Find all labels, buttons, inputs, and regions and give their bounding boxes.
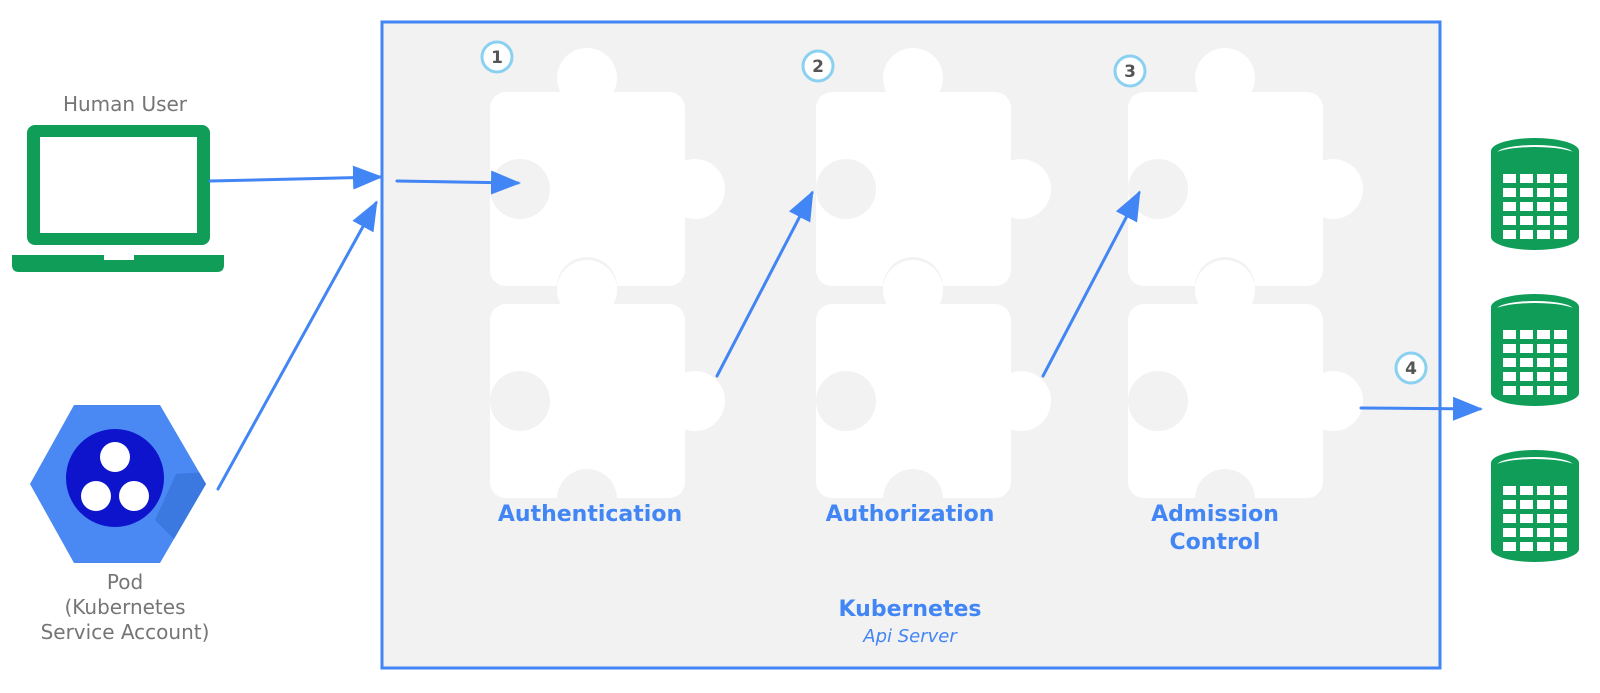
step-1-badge: 1 xyxy=(480,40,514,74)
api-server-subtitle: Api Server xyxy=(863,626,957,647)
authorization-label: Authorization xyxy=(825,502,995,527)
arrow-to-authorization xyxy=(715,190,814,378)
svg-text:4: 4 xyxy=(1405,359,1417,379)
step-2-badge: 2 xyxy=(801,49,835,83)
arrow-to-authentication xyxy=(395,170,521,195)
pod-hexagon-icon xyxy=(30,405,206,563)
puzzle-pieces xyxy=(490,48,1363,529)
puzzle-piece-icon xyxy=(490,260,725,529)
svg-text:1: 1 xyxy=(491,48,503,68)
arrow-to-admission-control xyxy=(1041,190,1141,378)
database-icons xyxy=(1491,138,1579,562)
database-icon xyxy=(1491,138,1579,250)
arrow-to-storage xyxy=(1359,396,1483,421)
pod-label: Pod (Kubernetes Service Account) xyxy=(40,570,210,644)
admission-control-label: Admission Control xyxy=(1151,502,1279,555)
laptop-icon xyxy=(12,125,224,272)
api-server-title: Kubernetes xyxy=(838,597,982,622)
step-4-badge: 4 xyxy=(1394,351,1428,385)
svg-text:3: 3 xyxy=(1124,62,1136,82)
authentication-label: Authentication xyxy=(497,502,683,527)
human-user-label: Human User xyxy=(62,92,188,116)
database-icon xyxy=(1491,294,1579,406)
arrow-pod-to-server xyxy=(216,200,378,491)
database-icon xyxy=(1491,450,1579,562)
puzzle-piece-icon xyxy=(816,260,1051,529)
arrow-user-to-server xyxy=(208,165,383,190)
flow-arrows xyxy=(208,165,1483,491)
step-3-badge: 3 xyxy=(1113,54,1147,88)
puzzle-piece-icon xyxy=(1128,260,1363,529)
svg-text:2: 2 xyxy=(812,57,824,77)
